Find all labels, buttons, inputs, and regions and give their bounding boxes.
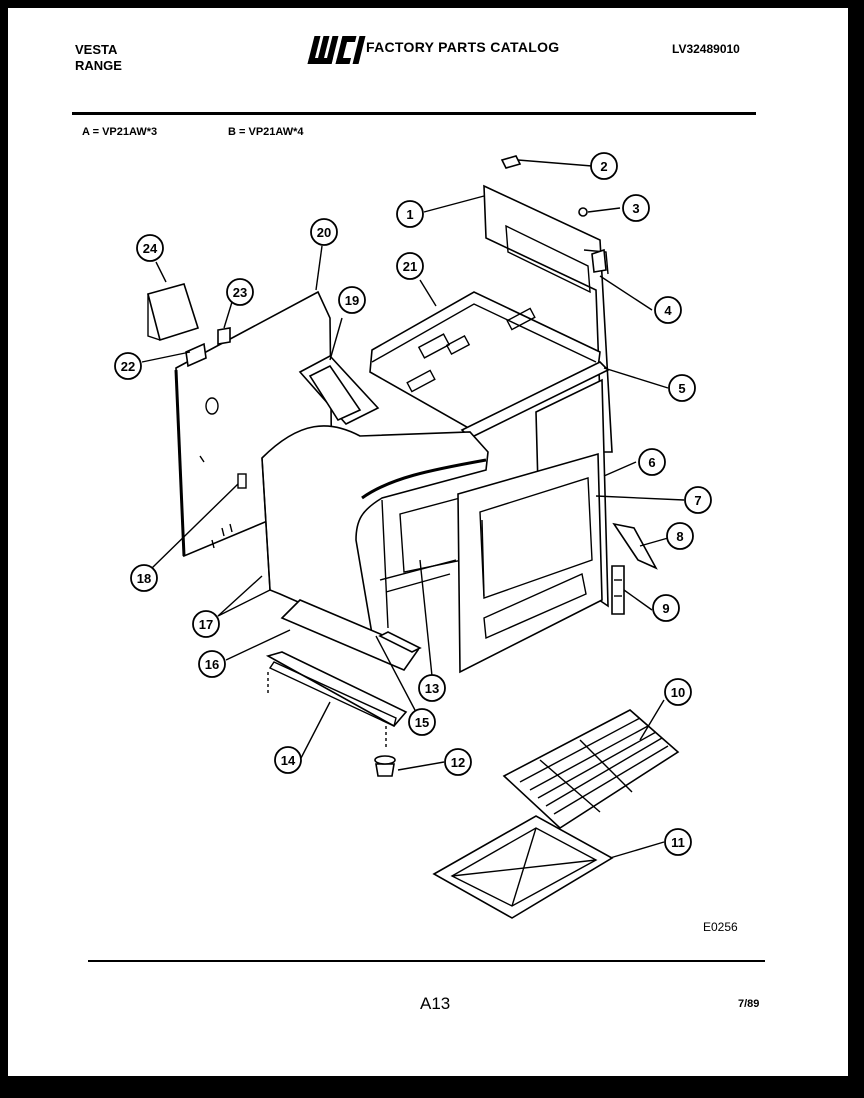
- callout-23: 23: [226, 278, 254, 306]
- callout-6: 6: [638, 448, 666, 476]
- callout-3: 3: [622, 194, 650, 222]
- svg-text:12: 12: [451, 755, 465, 770]
- svg-text:24: 24: [143, 241, 158, 256]
- page-number: A13: [420, 994, 451, 1013]
- svg-text:3: 3: [632, 201, 639, 216]
- callout-11: 11: [664, 828, 692, 856]
- broiler-pan-drawing: [432, 815, 614, 919]
- callout-4: 4: [654, 296, 682, 324]
- small-parts-drawings: [147, 155, 607, 368]
- callout-20: 20: [310, 218, 338, 246]
- callout-15: 15: [408, 708, 436, 736]
- callout-22: 22: [114, 352, 142, 380]
- vent-duct-drawing: [298, 355, 380, 425]
- brand-line-2: RANGE: [75, 58, 122, 73]
- front-frame-drawing: [457, 452, 603, 674]
- figure-code: E0256: [703, 920, 738, 934]
- catalog-sheet: [8, 8, 848, 1076]
- callout-24: 24: [136, 234, 164, 262]
- wci-logo: [307, 36, 366, 64]
- footer-rule: [88, 960, 765, 962]
- callout-9: 9: [652, 594, 680, 622]
- svg-text:18: 18: [137, 571, 151, 586]
- svg-text:4: 4: [664, 303, 672, 318]
- svg-text:20: 20: [317, 225, 331, 240]
- callout-1: 1: [396, 200, 424, 228]
- callout-7: 7: [684, 486, 712, 514]
- svg-text:15: 15: [415, 715, 429, 730]
- svg-text:14: 14: [281, 753, 296, 768]
- svg-text:8: 8: [676, 529, 683, 544]
- svg-text:23: 23: [233, 285, 247, 300]
- model-number: LV32489010: [672, 42, 740, 56]
- catalog-date: 7/89: [738, 998, 760, 1010]
- hinge-drawings: [611, 522, 658, 615]
- svg-text:1: 1: [406, 207, 413, 222]
- callout-21: 21: [396, 252, 424, 280]
- callout-10: 10: [664, 678, 692, 706]
- leveling-leg-drawing: [374, 755, 396, 777]
- svg-text:19: 19: [345, 293, 359, 308]
- brand-label: VESTA RANGE: [75, 42, 122, 74]
- model-variant-b: B = VP21AW*4: [228, 126, 304, 138]
- svg-text:13: 13: [425, 681, 439, 696]
- svg-text:6: 6: [648, 455, 655, 470]
- callout-18: 18: [130, 564, 158, 592]
- callout-16: 16: [198, 650, 226, 678]
- callout-12: 12: [444, 748, 472, 776]
- leader-lines: [141, 159, 685, 859]
- svg-text:17: 17: [199, 617, 213, 632]
- bottom-trim-drawing: [378, 631, 422, 653]
- callout-2: 2: [590, 152, 618, 180]
- svg-text:11: 11: [671, 835, 685, 850]
- brand-line-1: VESTA: [75, 42, 118, 57]
- callout-8: 8: [666, 522, 694, 550]
- svg-text:16: 16: [205, 657, 219, 672]
- oven-liner-drawing: [261, 425, 489, 636]
- callout-13: 13: [418, 674, 446, 702]
- oven-rack-drawing: [502, 709, 680, 830]
- callouts: 1 2 3 4 5 6 7 8 9 10 11 12 13 14 15 16 1…: [114, 152, 712, 856]
- svg-text:7: 7: [694, 493, 701, 508]
- model-variant-a: A = VP21AW*3: [82, 126, 158, 138]
- header-rule: [72, 112, 756, 115]
- callout-5: 5: [668, 374, 696, 402]
- callout-14: 14: [274, 746, 302, 774]
- svg-text:10: 10: [671, 685, 685, 700]
- kick-panel-drawing: [265, 651, 408, 750]
- svg-text:21: 21: [403, 259, 417, 274]
- svg-text:5: 5: [678, 381, 685, 396]
- callout-19: 19: [338, 286, 366, 314]
- catalog-title: FACTORY PARTS CATALOG: [366, 39, 560, 55]
- svg-text:22: 22: [121, 359, 135, 374]
- callout-17: 17: [192, 610, 220, 638]
- svg-text:2: 2: [600, 159, 607, 174]
- svg-text:9: 9: [662, 601, 669, 616]
